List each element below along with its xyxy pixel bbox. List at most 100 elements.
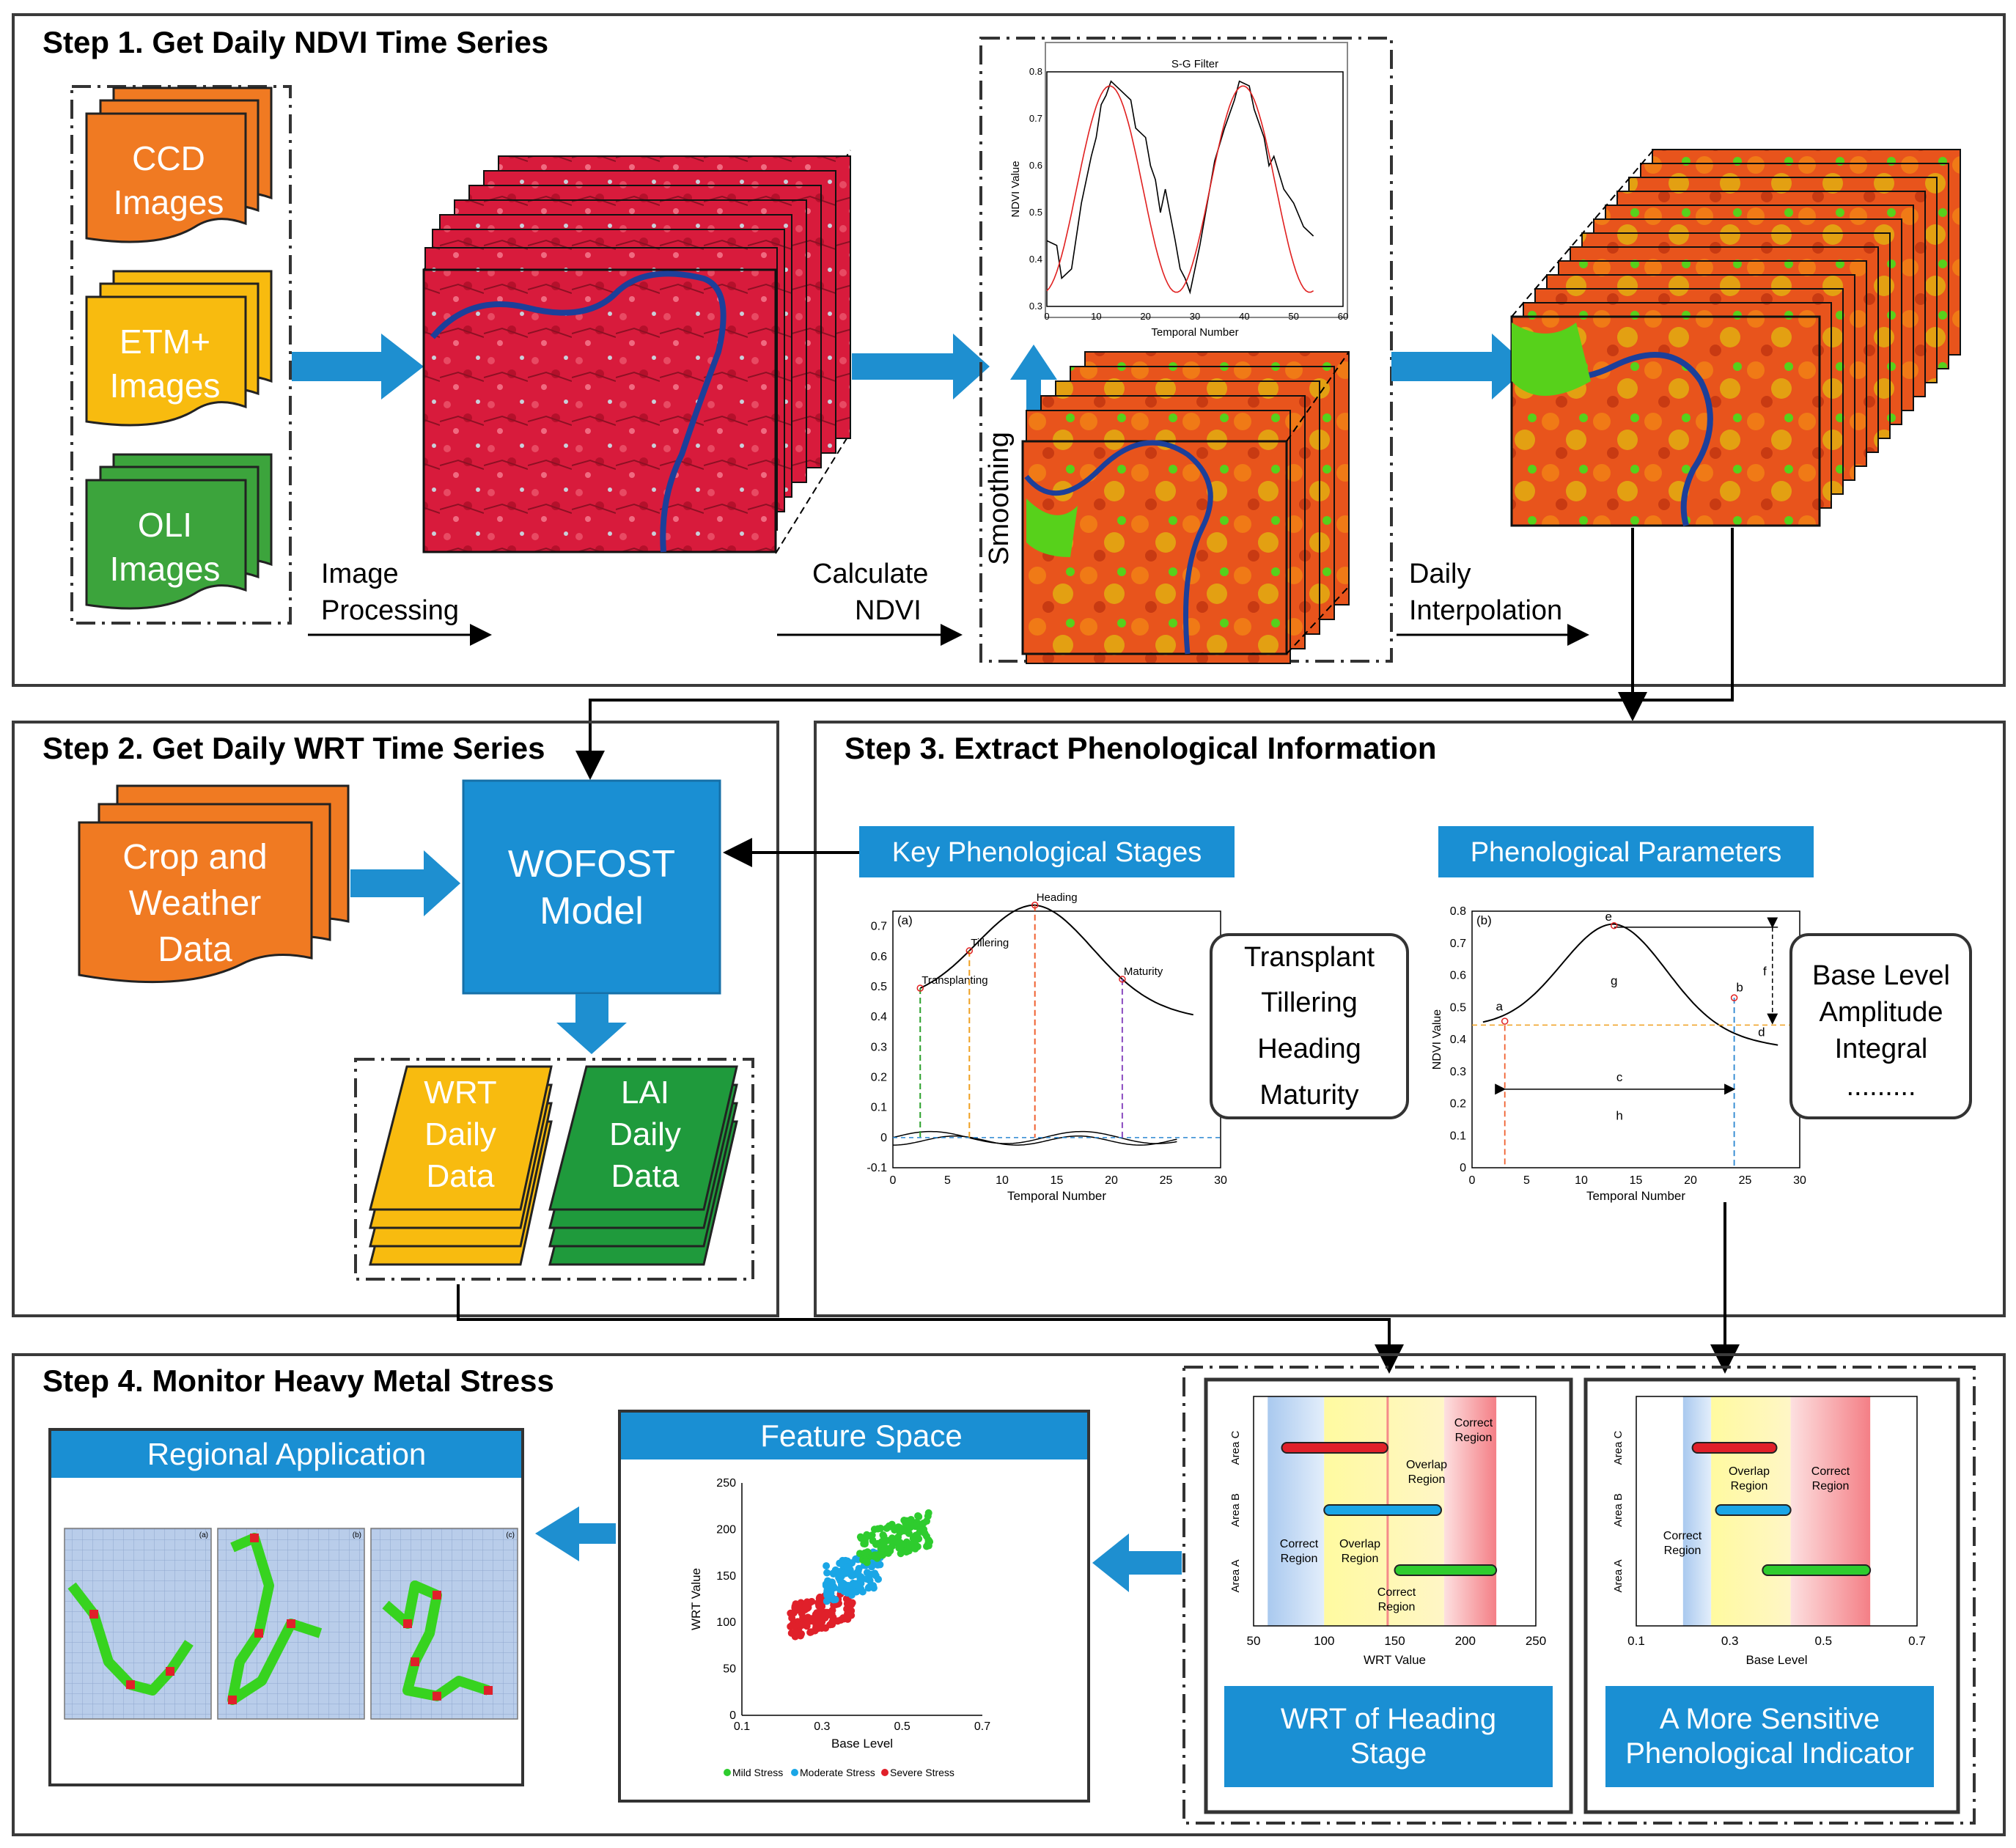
lai-data-label-1: LAI — [621, 1075, 669, 1111]
feature-space-title: Feature Space — [760, 1418, 963, 1453]
smoothing-arrow — [1010, 345, 1057, 431]
chart-b-ytick: 0.8 — [1450, 905, 1466, 918]
chart-a-deriv-1 — [892, 1130, 1177, 1144]
sg-chart-xlabel: Temporal Number — [1151, 326, 1238, 339]
scatter-point-mild — [888, 1542, 896, 1550]
wofost-model-box — [462, 779, 721, 995]
sens-chart-frame — [1636, 1396, 1918, 1627]
correct-region-red — [1443, 1396, 1497, 1626]
chart-a-ytick: -0.1 — [867, 1162, 887, 1174]
pheno-params-header — [1438, 826, 1814, 877]
wrt-correct-top-1: Correct — [1454, 1417, 1493, 1429]
scatter-point-moderate — [858, 1574, 866, 1582]
chart-b-ytick: 0.5 — [1450, 1001, 1466, 1014]
chart-a-ytick: 0.4 — [871, 1011, 887, 1023]
sens-caption-2: Phenological Indicator — [1625, 1737, 1914, 1770]
scatter-point-moderate — [871, 1569, 879, 1578]
scatter-ytick: 50 — [723, 1663, 736, 1676]
stage-transplant: Transplant — [1244, 942, 1375, 973]
sg-ytick: 0.8 — [1029, 66, 1042, 77]
scatter-point-moderate — [836, 1586, 844, 1594]
sg-chart-ylabel: NDVI Value — [1009, 161, 1022, 217]
chart-a-xtick: 20 — [1105, 1174, 1118, 1187]
chart-a-stage-label: Maturity — [1124, 965, 1163, 978]
scatter-ytick: 100 — [716, 1616, 736, 1629]
scatter-xtick: 0.5 — [894, 1720, 910, 1733]
chart-b-ytick: 0.4 — [1450, 1034, 1466, 1046]
scatter-point-severe — [843, 1599, 851, 1608]
scatter-point-mild — [874, 1525, 882, 1533]
sens-overlap-1: Overlap — [1729, 1465, 1770, 1478]
chart-b-ytick: 0 — [1460, 1162, 1466, 1174]
scatter-point-moderate — [875, 1575, 883, 1583]
scatter-point-mild — [888, 1520, 896, 1528]
chart-a-frame — [892, 910, 1221, 1168]
chart-b-ylabel: NDVI Value — [1431, 1009, 1443, 1070]
chart-a-ytick: 0 — [880, 1132, 887, 1144]
chart-b-xlabel: Temporal Number — [1586, 1189, 1685, 1203]
sens-xtick: 0.1 — [1627, 1634, 1645, 1648]
sens-correct-left-1: Correct — [1663, 1530, 1702, 1542]
sg-xtick: 10 — [1091, 311, 1101, 322]
chart-a-xtick: 15 — [1051, 1174, 1064, 1187]
wrt-xtick: 50 — [1247, 1634, 1261, 1648]
chart-b-xtick: 5 — [1523, 1174, 1530, 1187]
scatter-point-mild — [899, 1540, 907, 1548]
sens-area-label: Area A — [1612, 1559, 1625, 1592]
chart-a-panel: (a) — [897, 913, 913, 927]
lai-daily-data-stack: LAI Daily Data — [548, 1065, 738, 1266]
wrt-overlap-mid-2: Region — [1342, 1553, 1379, 1565]
false-color-image-stack — [422, 150, 851, 554]
lai-data-label-3: Data — [611, 1158, 680, 1194]
vegetation-path — [382, 1580, 490, 1701]
image-processing-label-2: Processing — [321, 595, 459, 626]
chart-a-stage-point — [1031, 902, 1039, 909]
scatter-point-mild — [921, 1529, 929, 1537]
scatter-point-severe — [815, 1608, 823, 1616]
scatter-point-severe — [798, 1621, 806, 1630]
severe-stress-cell — [254, 1629, 263, 1638]
scatter-point-severe — [816, 1593, 824, 1601]
params-list-box — [1789, 933, 1972, 1119]
sens-correct-right-1: Correct — [1811, 1465, 1850, 1478]
wrt-correct-left-1: Correct — [1280, 1538, 1319, 1550]
regional-application-title: Regional Application — [147, 1437, 427, 1471]
stages-list-box — [1210, 933, 1409, 1119]
scatter-legend-label: Mild Stress — [732, 1767, 783, 1778]
chart-a-deriv-2 — [893, 1135, 1177, 1146]
oli-images-stack: OLI Images — [85, 453, 273, 610]
scatter-point-mild — [910, 1521, 918, 1529]
severe-stress-cell — [228, 1696, 237, 1704]
scatter-point-moderate — [839, 1556, 847, 1564]
lai-data-label-2: Daily — [609, 1116, 681, 1152]
wrt-data-label-2: Daily — [424, 1116, 496, 1152]
chart-b-letter-d: d — [1758, 1026, 1765, 1039]
chart-b-point-b — [1730, 994, 1738, 1001]
chart-a-ytick: 0.7 — [871, 921, 887, 933]
wrt-caption-2: Stage — [1350, 1737, 1427, 1770]
scatter-point-severe — [788, 1621, 796, 1629]
scatter-xtick: 0.3 — [814, 1720, 830, 1733]
scatter-point-moderate — [824, 1577, 832, 1585]
scatter-point-severe — [794, 1602, 802, 1610]
oli-label-1: OLI — [138, 506, 192, 544]
stage-maturity: Maturity — [1259, 1080, 1358, 1111]
wrt-area-label: Area B — [1229, 1493, 1242, 1527]
step2-title: Step 2. Get Daily WRT Time Series — [43, 731, 545, 765]
wrt-caption-1: WRT of Heading — [1281, 1703, 1496, 1735]
scatter-point-moderate — [843, 1589, 851, 1597]
sg-ytick: 0.7 — [1029, 113, 1042, 124]
scatter-point-mild — [924, 1509, 932, 1517]
map-panel-label: (c) — [506, 1531, 515, 1539]
scatter-legend-swatch — [724, 1769, 731, 1776]
chart-a-xtick: 5 — [944, 1174, 951, 1187]
step4-title: Step 4. Monitor Heavy Metal Stress — [43, 1363, 554, 1398]
scatter-point-severe — [844, 1615, 852, 1623]
scatter-legend-label: Moderate Stress — [800, 1767, 875, 1778]
smoothing-label: Smoothing — [984, 432, 1015, 565]
wrt-xtick: 100 — [1314, 1634, 1334, 1648]
chart-b-xtick: 25 — [1739, 1174, 1752, 1187]
